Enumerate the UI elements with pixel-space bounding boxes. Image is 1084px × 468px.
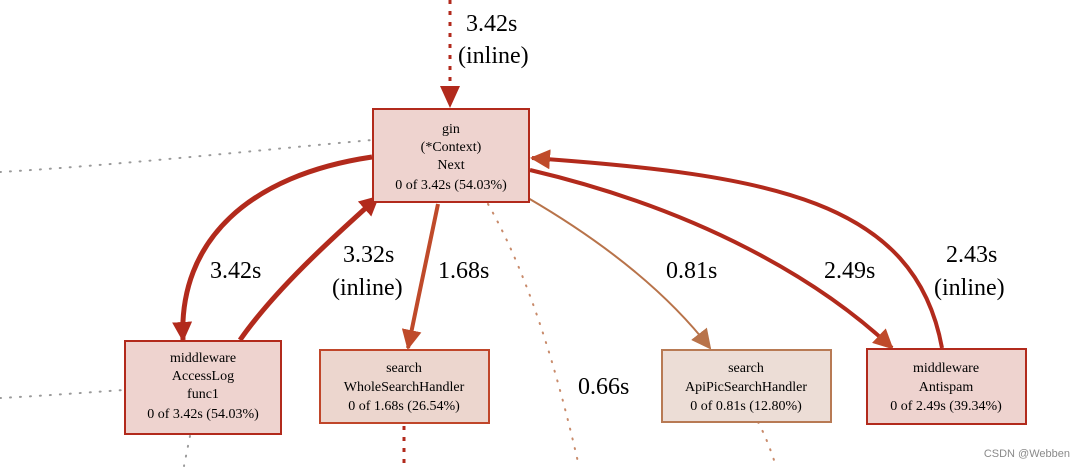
node-middleware-antispam[interactable]: middleware Antispam 0 of 2.49s (39.34%) — [866, 348, 1027, 425]
node-antispam-box — [866, 348, 1027, 425]
node-gin-line-2: (*Context) — [421, 140, 482, 155]
node-apipic-line-1: search — [728, 361, 764, 376]
node-accesslog-box — [124, 340, 282, 435]
dotted-edge-center-down — [487, 203, 579, 463]
incoming-edge-label-time: 3.42s — [466, 11, 517, 37]
edge-next-to-accesslog-label: 3.42s — [210, 258, 261, 284]
edge-next-to-accesslog-line — [172, 154, 373, 342]
edge-next-to-apipic-line — [527, 197, 712, 350]
watermark: CSDN @Webben — [983, 448, 1070, 460]
edge-next-to-antispam: 2.49s — [529, 168, 894, 350]
incoming-edge-label-inline: (inline) — [458, 43, 529, 69]
node-wholesearch-line-2: WholeSearchHandler — [344, 380, 465, 395]
edge-antispam-to-next: 2.43s (inline) — [530, 149, 1005, 349]
edge-accesslog-to-next: 3.32s (inline) — [237, 195, 403, 342]
node-antispam-line-1: middleware — [913, 361, 979, 376]
edge-incoming-top: 3.42s (inline) — [440, 0, 529, 108]
edge-next-dotted-label: 0.66s — [578, 374, 629, 400]
node-gin-line-3: Next — [437, 158, 464, 173]
edge-next-to-apipic: 0.81s — [527, 197, 717, 350]
dotted-edge-left-upper — [0, 139, 373, 173]
node-antispam-line-3: 0 of 2.49s (39.34%) — [890, 399, 1002, 414]
node-gin-line-1: gin — [442, 122, 460, 137]
edge-next-to-wholesearch: 1.68s — [401, 203, 489, 350]
dotted-edge-apipic-down — [757, 421, 777, 467]
node-accesslog-line-2: AccessLog — [172, 369, 234, 384]
edge-accesslog-to-next-label-inline: (inline) — [332, 275, 403, 301]
edge-accesslog-to-next-label-time: 3.32s — [343, 242, 394, 268]
node-wholesearch-box — [319, 349, 490, 424]
edge-next-to-wholesearch-label: 1.68s — [438, 258, 489, 284]
dotted-edge-accesslog-down — [183, 435, 191, 467]
node-gin-context-next[interactable]: gin (*Context) Next 0 of 3.42s (54.03%) — [372, 108, 530, 203]
node-wholesearch-line-1: search — [386, 361, 422, 376]
edge-antispam-to-next-label-time: 2.43s — [946, 242, 997, 268]
node-accesslog-line-4: 0 of 3.42s (54.03%) — [147, 407, 259, 422]
node-search-wholesearchhandler[interactable]: search WholeSearchHandler 0 of 1.68s (26… — [319, 349, 490, 424]
edge-next-to-wholesearch-line — [401, 203, 440, 350]
edge-next-to-apipic-label: 0.81s — [666, 258, 717, 284]
node-gin-context-next-box — [372, 108, 530, 203]
edge-antispam-to-next-line — [530, 149, 944, 349]
node-middleware-accesslog-func1[interactable]: middleware AccessLog func1 0 of 3.42s (5… — [124, 340, 282, 435]
edge-next-to-antispam-line — [529, 168, 894, 350]
node-apipic-line-2: ApiPicSearchHandler — [685, 380, 807, 395]
node-antispam-line-2: Antispam — [919, 380, 974, 395]
edge-antispam-to-next-label-inline: (inline) — [934, 275, 1005, 301]
node-apipic-box — [661, 349, 832, 423]
edge-next-to-antispam-label: 2.49s — [824, 258, 875, 284]
node-wholesearch-line-3: 0 of 1.68s (26.54%) — [348, 399, 460, 414]
node-accesslog-line-3: func1 — [187, 387, 219, 402]
node-gin-line-4: 0 of 3.42s (54.03%) — [395, 178, 507, 193]
dotted-edge-left-lower — [0, 389, 125, 399]
incoming-edge-arrowhead — [440, 86, 460, 108]
node-apipic-line-3: 0 of 0.81s (12.80%) — [690, 399, 802, 414]
node-accesslog-line-1: middleware — [170, 351, 236, 366]
edge-next-to-accesslog: 3.42s — [172, 154, 373, 342]
dotted-edges — [0, 139, 777, 467]
edge-accesslog-to-next-line — [237, 195, 380, 342]
node-search-apipicsearchhandler[interactable]: search ApiPicSearchHandler 0 of 0.81s (1… — [661, 349, 832, 423]
